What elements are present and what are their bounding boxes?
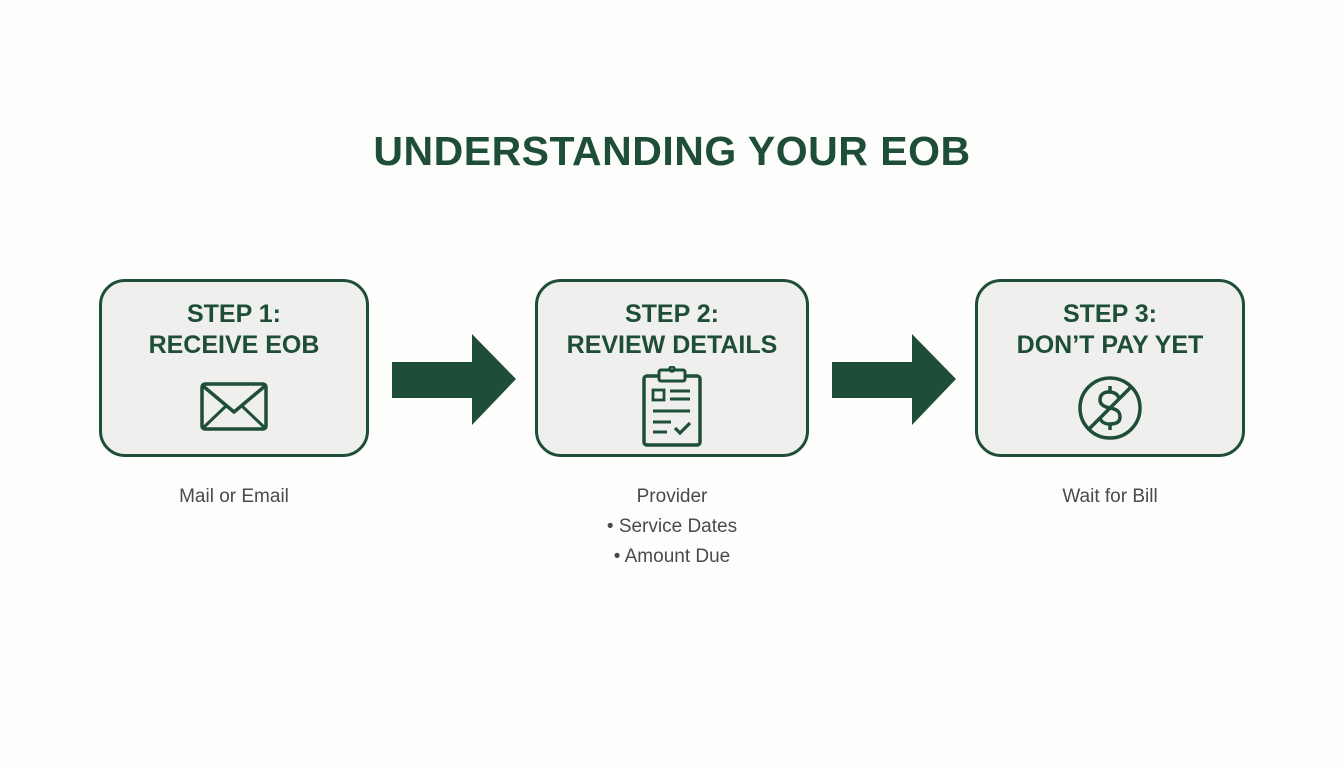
step-1-caption: Mail or Email	[99, 482, 369, 512]
step-label: STEP 3:	[1062, 300, 1158, 328]
arrow-right-icon	[832, 334, 956, 425]
step-label: STEP 2:	[624, 300, 720, 328]
caption-line: Wait for Bill	[1062, 486, 1158, 507]
envelope-icon	[200, 382, 268, 437]
step-card-2: STEP 2: REVIEW DETAILS	[535, 279, 809, 457]
step-3-caption: Wait for Bill	[975, 482, 1245, 512]
step-label: STEP 1:	[186, 300, 282, 328]
step-heading: REVIEW DETAILS	[566, 331, 778, 359]
caption-bullet: • Amount Due	[613, 546, 731, 567]
step-card-3: STEP 3: DON’T PAY YET	[975, 279, 1245, 457]
caption-line: Provider	[636, 486, 708, 507]
step-2-caption: Provider • Service Dates • Amount Due	[535, 482, 809, 572]
caption-bullet: • Service Dates	[606, 516, 738, 537]
arrow-right-icon	[392, 334, 516, 425]
step-card-1: STEP 1: RECEIVE EOB	[99, 279, 369, 457]
step-heading: RECEIVE EOB	[148, 331, 320, 359]
no-dollar-icon	[1076, 374, 1144, 447]
page-title: UNDERSTANDING YOUR EOB	[373, 128, 971, 174]
caption-line: Mail or Email	[179, 486, 289, 507]
clipboard-checklist-icon	[641, 365, 703, 453]
step-heading: DON’T PAY YET	[1016, 331, 1204, 359]
